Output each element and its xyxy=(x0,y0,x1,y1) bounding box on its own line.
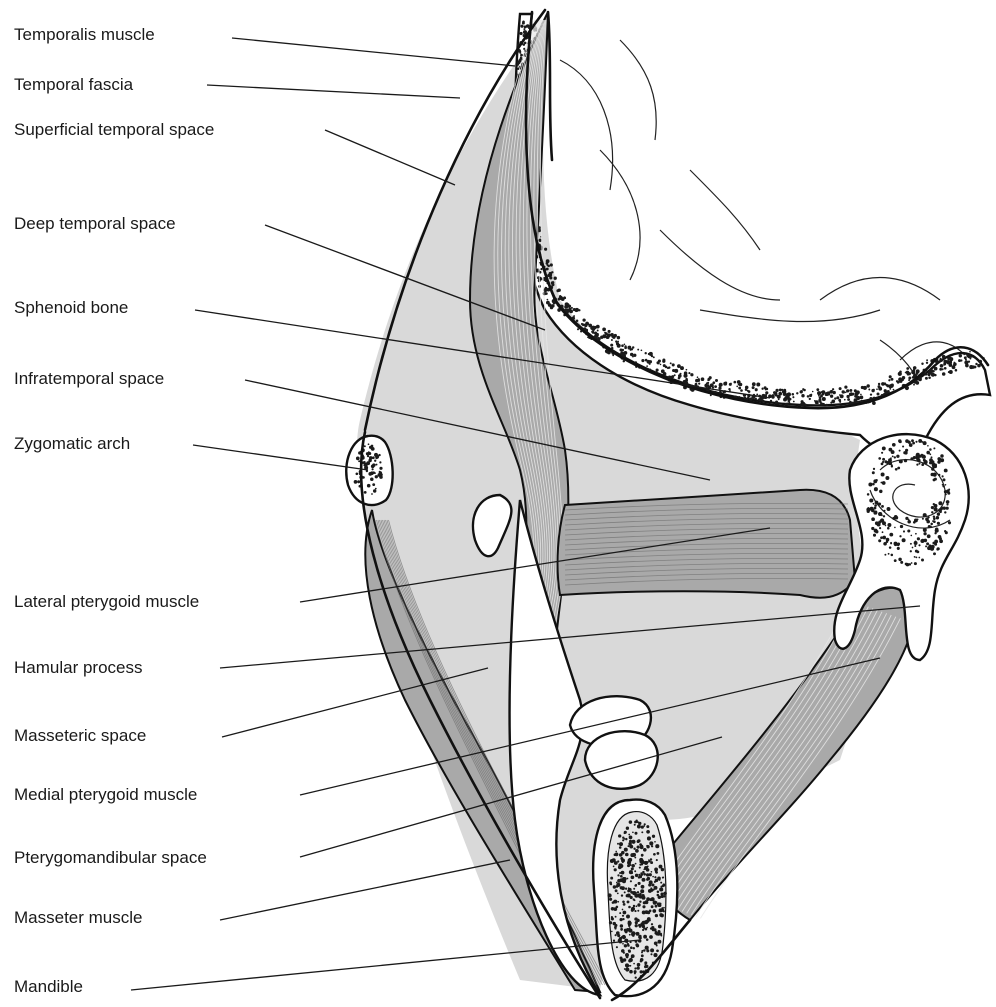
label-lateral-pterygoid-muscle: Lateral pterygoid muscle xyxy=(14,592,199,612)
label-medial-pterygoid-muscle: Medial pterygoid muscle xyxy=(14,785,197,805)
label-infratemporal-space: Infratemporal space xyxy=(14,369,164,389)
label-pterygomandibular-space: Pterygomandibular space xyxy=(14,848,207,868)
leader-masseter-muscle xyxy=(220,860,510,920)
label-sphenoid-bone: Sphenoid bone xyxy=(14,298,128,318)
label-temporalis-muscle: Temporalis muscle xyxy=(14,25,155,45)
label-mandible: Mandible xyxy=(14,977,83,997)
lateral-pterygoid-muscle xyxy=(558,490,855,598)
label-masseter-muscle: Masseter muscle xyxy=(14,908,142,928)
label-hamular-process: Hamular process xyxy=(14,658,143,678)
mandible-body xyxy=(593,800,677,997)
leader-zygomatic-arch xyxy=(193,445,368,470)
label-temporal-fascia: Temporal fascia xyxy=(14,75,133,95)
label-deep-temporal-space: Deep temporal space xyxy=(14,214,176,234)
label-superficial-temporal-space: Superficial temporal space xyxy=(14,120,214,140)
leader-temporalis-muscle xyxy=(232,38,515,66)
label-zygomatic-arch: Zygomatic arch xyxy=(14,434,130,454)
leader-superficial-temporal-space xyxy=(325,130,455,185)
label-masseteric-space: Masseteric space xyxy=(14,726,146,746)
leader-temporal-fascia xyxy=(207,85,460,98)
zygomatic-arch xyxy=(346,436,392,505)
